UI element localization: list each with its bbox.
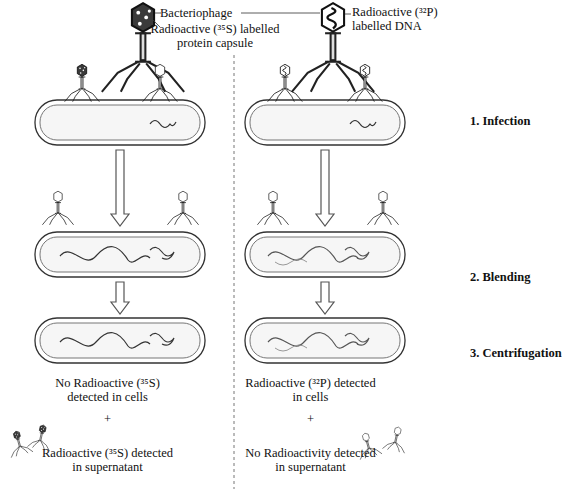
phage-ghost bbox=[42, 191, 73, 225]
phage bbox=[143, 64, 178, 101]
phage-ghost bbox=[257, 191, 288, 225]
phage-ghost bbox=[382, 425, 409, 453]
bacterium-cell bbox=[35, 318, 205, 363]
result-label: No Radioactivity detected in supernatant bbox=[243, 446, 378, 474]
bacterium-cell bbox=[35, 100, 205, 145]
result-label: Radioactive (³⁵S) detected in supernatan… bbox=[40, 446, 175, 474]
phage bbox=[268, 64, 303, 101]
step-label: 2. Blending bbox=[470, 270, 575, 284]
protein-label: Radioactive (³⁵S) labelled protein capsu… bbox=[150, 22, 280, 50]
result-label: No Radioactive (³⁵S) detected in cells bbox=[40, 376, 175, 404]
step-label: 1. Infection bbox=[470, 114, 575, 128]
phage-ghost bbox=[5, 428, 33, 457]
step-label: 3. Centrifugation bbox=[470, 346, 575, 360]
bacterium-cell bbox=[35, 232, 205, 277]
bacterium-cell bbox=[245, 232, 405, 277]
phage-label: Bacteriophage bbox=[160, 6, 250, 20]
result-label: Radioactive (³²P) detected in cells bbox=[243, 376, 378, 404]
bacterium-cell bbox=[245, 318, 405, 363]
phage-ghost bbox=[367, 191, 398, 225]
plus-sign: + bbox=[243, 412, 378, 426]
step-arrows bbox=[111, 150, 334, 314]
divider bbox=[234, 55, 235, 489]
phage bbox=[65, 64, 100, 101]
plus-sign: + bbox=[40, 412, 175, 426]
bacterium-cell bbox=[245, 100, 405, 145]
dna-label: Radioactive (³²P) labelled DNA bbox=[352, 5, 457, 33]
phage bbox=[348, 64, 383, 101]
phage-ghost bbox=[167, 191, 198, 225]
